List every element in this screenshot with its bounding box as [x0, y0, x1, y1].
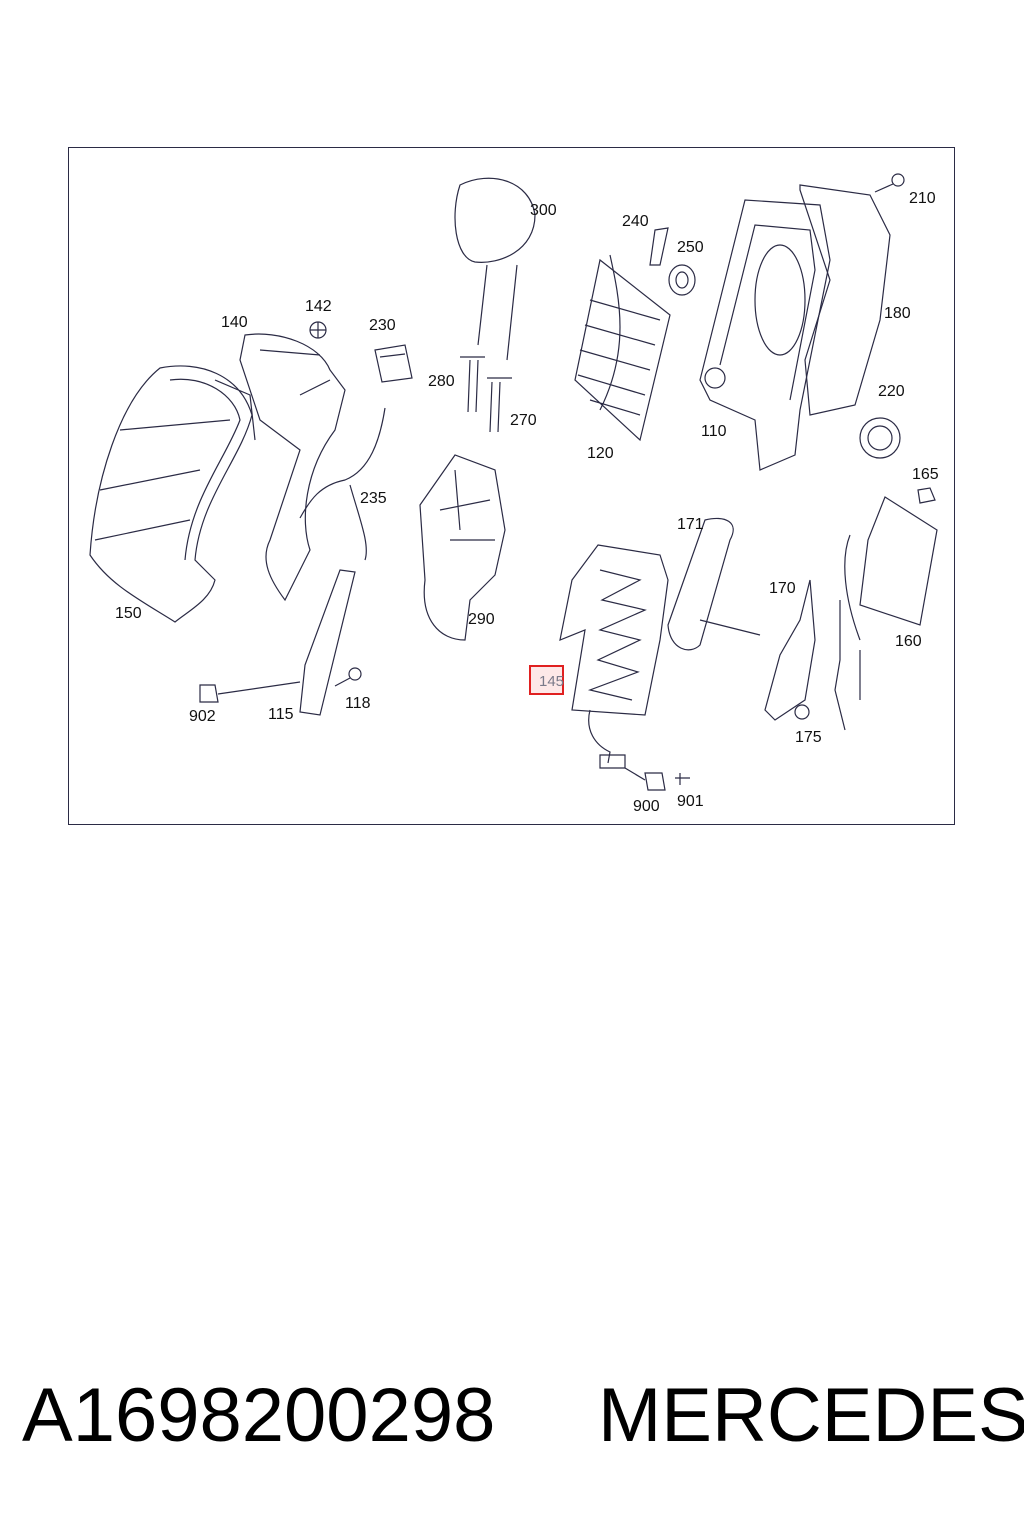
callout-170[interactable]: 170 — [769, 580, 796, 597]
bolster-171-part — [667, 517, 761, 651]
part-240 — [649, 227, 669, 266]
callout-175[interactable]: 175 — [795, 729, 822, 746]
callout-290[interactable]: 290 — [468, 611, 495, 628]
seat-frame-110-part — [699, 199, 831, 471]
callout-901[interactable]: 901 — [677, 793, 704, 810]
callout-160[interactable]: 160 — [895, 633, 922, 650]
callout-250[interactable]: 250 — [677, 239, 704, 256]
cable-235-part — [299, 407, 386, 561]
clip-175-part — [794, 704, 810, 720]
clip-142-part — [309, 321, 327, 339]
ring-220-part — [859, 417, 901, 459]
clip-165-part — [917, 487, 936, 504]
headrest-guide-280-part — [460, 356, 485, 413]
foam-pad-part — [239, 333, 346, 602]
wiring-harness-part — [834, 600, 861, 731]
callout-902[interactable]: 902 — [189, 708, 216, 725]
callout-235[interactable]: 235 — [360, 490, 387, 507]
back-panel-180-part — [799, 184, 891, 416]
seat-back-cover-part — [89, 365, 256, 623]
headrest-300-part — [454, 177, 536, 361]
seat-heater-mat-145-part — [559, 544, 669, 769]
headrest-guide-270-part — [487, 377, 512, 433]
screw-118-part — [334, 667, 362, 687]
caption: A1698200298 MERCEDES — [0, 1372, 1024, 1462]
callout-165[interactable]: 165 — [912, 466, 939, 483]
callout-120[interactable]: 120 — [587, 445, 614, 462]
callout-180[interactable]: 180 — [884, 305, 911, 322]
callout-270[interactable]: 270 — [510, 412, 537, 429]
connector-902-part — [199, 681, 301, 703]
callout-300[interactable]: 300 — [530, 202, 557, 219]
exploded-parts-diagram — [89, 173, 938, 791]
diagram-frame — [68, 147, 955, 825]
airbag-plate-115-part — [299, 569, 356, 716]
bracket-290-part — [419, 454, 506, 641]
callout-220[interactable]: 220 — [878, 383, 905, 400]
screw-210-part — [874, 173, 905, 193]
callout-140[interactable]: 140 — [221, 314, 248, 331]
side-panel-170-part — [764, 579, 816, 721]
connector-901-part — [675, 773, 690, 785]
button-230-part — [374, 344, 413, 383]
panel-160-part — [844, 496, 938, 641]
connector-900-part — [624, 767, 666, 791]
callout-280[interactable]: 280 — [428, 373, 455, 390]
callout-171[interactable]: 171 — [677, 516, 704, 533]
part-250 — [668, 264, 696, 296]
callout-900[interactable]: 900 — [633, 798, 660, 815]
brand-name: MERCEDES — [598, 1373, 1024, 1458]
highlighted-callout-145[interactable]: 145 — [529, 665, 564, 695]
callout-142[interactable]: 142 — [305, 298, 332, 315]
highlighted-callout-label: 145 — [539, 673, 565, 690]
callout-115[interactable]: 115 — [268, 706, 294, 723]
callout-240[interactable]: 240 — [622, 213, 649, 230]
callout-230[interactable]: 230 — [369, 317, 396, 334]
callout-150[interactable]: 150 — [115, 605, 142, 622]
callout-210[interactable]: 210 — [909, 190, 936, 207]
callout-110[interactable]: 110 — [701, 423, 727, 440]
part-number: A1698200298 — [22, 1373, 496, 1458]
spring-mat-120-part — [574, 254, 671, 442]
callout-118[interactable]: 118 — [345, 695, 371, 712]
